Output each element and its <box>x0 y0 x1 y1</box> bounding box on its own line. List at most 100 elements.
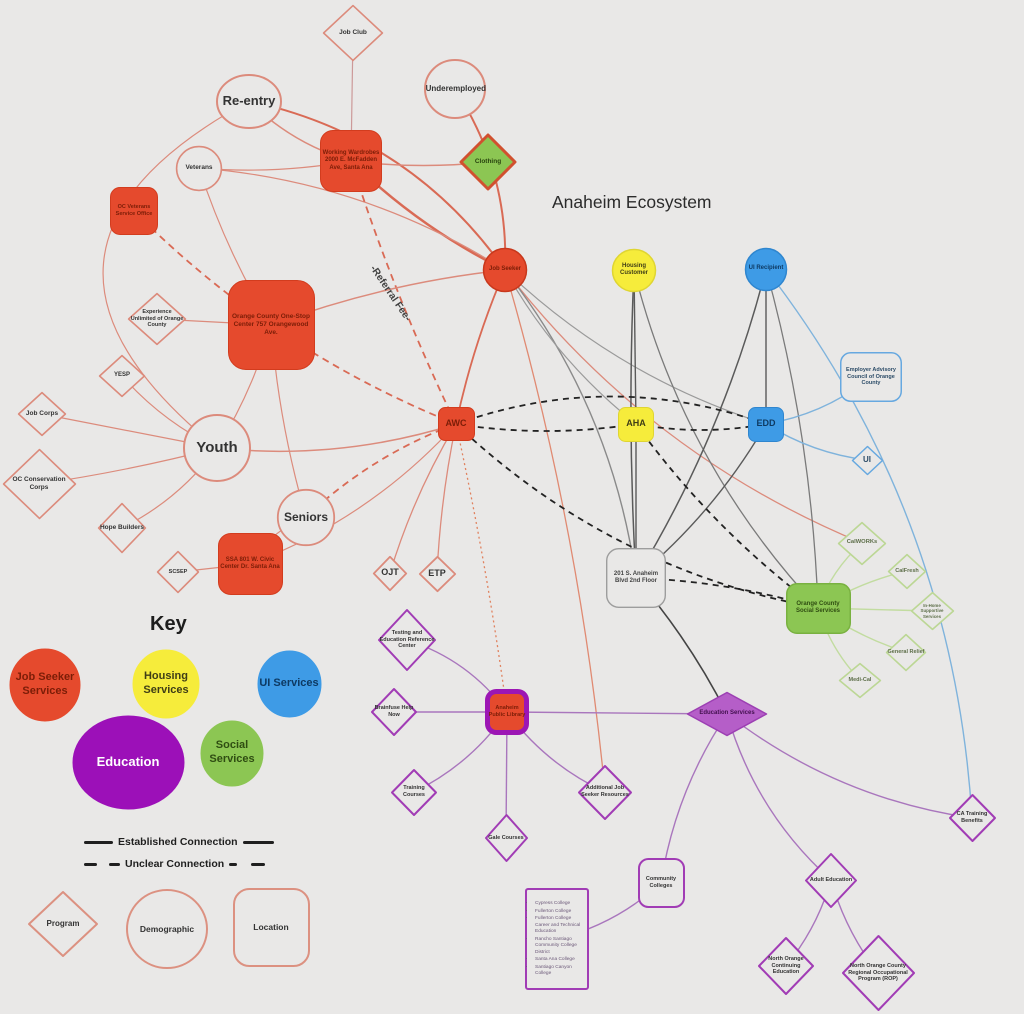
key-job-seeker-services-shape <box>9 648 81 722</box>
node-ssa[interactable]: SSA 801 W. Civic Center Dr. Santa Ana <box>217 533 283 595</box>
node-ui[interactable]: UI <box>851 445 884 476</box>
job-corps-label: Job Corps <box>25 409 59 417</box>
node-oc-conservation[interactable]: OC Conservation Corps <box>2 448 77 520</box>
edge-housing-customer-aha <box>633 269 637 425</box>
key-location-shape <box>232 887 310 967</box>
key-program-shape <box>28 891 98 957</box>
brainfuse-shape <box>371 688 417 736</box>
node-veterans[interactable]: Veterans <box>175 145 223 192</box>
node-employer-advisory[interactable]: Employer Advisory Council of Orange Coun… <box>840 352 902 402</box>
adult-education-label: Adult Education <box>809 876 853 883</box>
node-underemployed[interactable]: Underemployed <box>423 58 487 120</box>
job-club-label: Job Club <box>339 28 367 36</box>
node-job-seeker[interactable]: Job Seeker <box>482 247 528 293</box>
node-ui-recipient[interactable]: UI Recipient <box>744 247 788 292</box>
medical-shape <box>838 662 882 698</box>
node-housing-customer[interactable]: Housing Customer <box>611 248 657 293</box>
key-job-seeker-services-label: Job Seeker Services <box>15 671 75 697</box>
re-entry-shape <box>216 73 282 129</box>
dash-segment <box>229 862 238 866</box>
college-list-items: Cypress CollegeFullerton CollegeFullerto… <box>525 897 589 980</box>
node-awc[interactable]: AWC <box>437 407 475 441</box>
node-calworks[interactable]: CalWORKs <box>837 521 887 566</box>
node-brainfuse[interactable]: Brainfuse Help Now <box>370 687 418 737</box>
node-job-club[interactable]: Job Club <box>322 4 384 62</box>
dash-segment <box>84 862 97 866</box>
yesp-shape <box>98 354 146 398</box>
employer-advisory-label: Employer Advisory Council of Orange Coun… <box>846 366 896 387</box>
general-relief-label: General Relief <box>887 648 925 655</box>
node-key-education: Education <box>72 715 185 810</box>
node-oc-social[interactable]: Orange County Social Services <box>785 582 851 634</box>
node-norocp[interactable]: North Orange County Regional Occupationa… <box>841 934 916 1012</box>
seniors-shape <box>276 488 336 546</box>
edge-education-services-ca-training <box>726 713 973 819</box>
job-seeker-shape <box>482 247 528 293</box>
node-ojt[interactable]: OJT <box>372 555 408 592</box>
seniors-label: Seniors <box>283 509 328 524</box>
edge-working-wardrobes-awc <box>350 160 457 425</box>
node-education-services[interactable]: Education Services <box>686 691 768 737</box>
node-testing-center[interactable]: Testing and Education Reference Center <box>377 608 437 672</box>
node-calfresh[interactable]: CalFresh <box>887 553 927 590</box>
employer-advisory-shape <box>840 352 902 402</box>
node-general-relief[interactable]: General Relief <box>885 633 927 672</box>
node-one-stop[interactable]: Orange County One-Stop Center 757 Orange… <box>227 280 315 370</box>
edge-ui-recipient-anaheim-blvd <box>635 268 767 579</box>
node-seniors[interactable]: Seniors <box>276 488 336 547</box>
node-experience-unlimited[interactable]: Experience Unlimited of Orange County <box>127 292 187 346</box>
node-clothing[interactable]: Clothing <box>458 132 518 192</box>
node-community-colleges[interactable]: Community Colleges <box>637 858 685 908</box>
node-ihss[interactable]: In-Home Supportive Services <box>910 591 955 631</box>
node-training-courses[interactable]: Training Courses <box>390 768 438 817</box>
experience-unlimited-label: Experience Unlimited of Orange County <box>130 308 184 329</box>
node-college-list[interactable]: Cypress CollegeFullerton CollegeFullerto… <box>525 888 589 990</box>
node-job-corps[interactable]: Job Corps <box>17 391 67 437</box>
aha-shape <box>618 406 654 442</box>
node-working-wardrobes[interactable]: Working Wardrobes 2000 E. McFadden Ave, … <box>320 130 382 192</box>
key-housing-services-label: Housing Services <box>143 670 189 696</box>
key-education-shape <box>72 715 184 809</box>
aha-label: AHA <box>626 418 646 429</box>
node-yesp[interactable]: YESP <box>98 354 146 398</box>
node-aha[interactable]: AHA <box>618 406 654 442</box>
ca-training-label: CA Training Benefits <box>956 811 988 824</box>
additional-resources-label: Additional Job Seeker Resources <box>581 785 629 798</box>
edge-ui-recipient-oc-social <box>765 268 819 609</box>
oc-conservation-shape <box>2 448 76 520</box>
ssa-shape <box>217 533 283 595</box>
node-scsep[interactable]: SCSEP <box>156 550 200 594</box>
noce-shape <box>758 937 814 995</box>
hope-builders-label: Hope Builders <box>99 523 145 531</box>
housing-customer-shape <box>611 248 657 292</box>
one-stop-shape <box>227 280 315 370</box>
college-list-item: Santa Ana College <box>535 957 587 963</box>
education-services-shape <box>686 691 768 737</box>
node-medical[interactable]: Medi-Cal <box>838 662 882 699</box>
node-etp[interactable]: ETP <box>418 555 457 593</box>
node-additional-resources[interactable]: Additional Job Seeker Resources <box>577 764 633 821</box>
node-ca-training[interactable]: CA Training Benefits <box>948 793 997 843</box>
node-youth[interactable]: Youth <box>182 413 252 483</box>
key-social-services-label: Social Services <box>209 739 255 765</box>
node-oc-veterans[interactable]: OC Veterans Service Office <box>110 187 158 235</box>
ihss-label: In-Home Supportive Services <box>920 602 944 619</box>
medical-label: Medi-Cal <box>848 676 872 683</box>
noce-label: North Orange Continuing Education <box>768 955 804 976</box>
node-re-entry[interactable]: Re-entry <box>215 73 283 130</box>
edge-awc-anaheim-library <box>455 423 508 713</box>
college-list-item: Cypress College <box>535 901 587 907</box>
node-noce[interactable]: North Orange Continuing Education <box>757 936 815 996</box>
key-demographic-label: Demographic <box>139 923 195 934</box>
node-hope-builders[interactable]: Hope Builders <box>97 502 147 554</box>
edge-job-seeker-edd <box>504 269 767 425</box>
anaheim-library-label: Anaheim Public Library <box>488 705 526 718</box>
node-anaheim-library[interactable]: Anaheim Public Library <box>485 689 529 735</box>
calfresh-shape <box>887 553 927 589</box>
edge-youth-awc <box>216 423 457 453</box>
node-anaheim-blvd[interactable]: 201 S. Anaheim Blvd 2nd Floor <box>605 547 666 608</box>
job-seeker-label: Job Seeker <box>488 266 522 273</box>
node-adult-education[interactable]: Adult Education <box>804 852 858 909</box>
node-gale-courses[interactable]: Gale Courses <box>484 813 529 863</box>
node-edd[interactable]: EDD <box>748 406 784 442</box>
